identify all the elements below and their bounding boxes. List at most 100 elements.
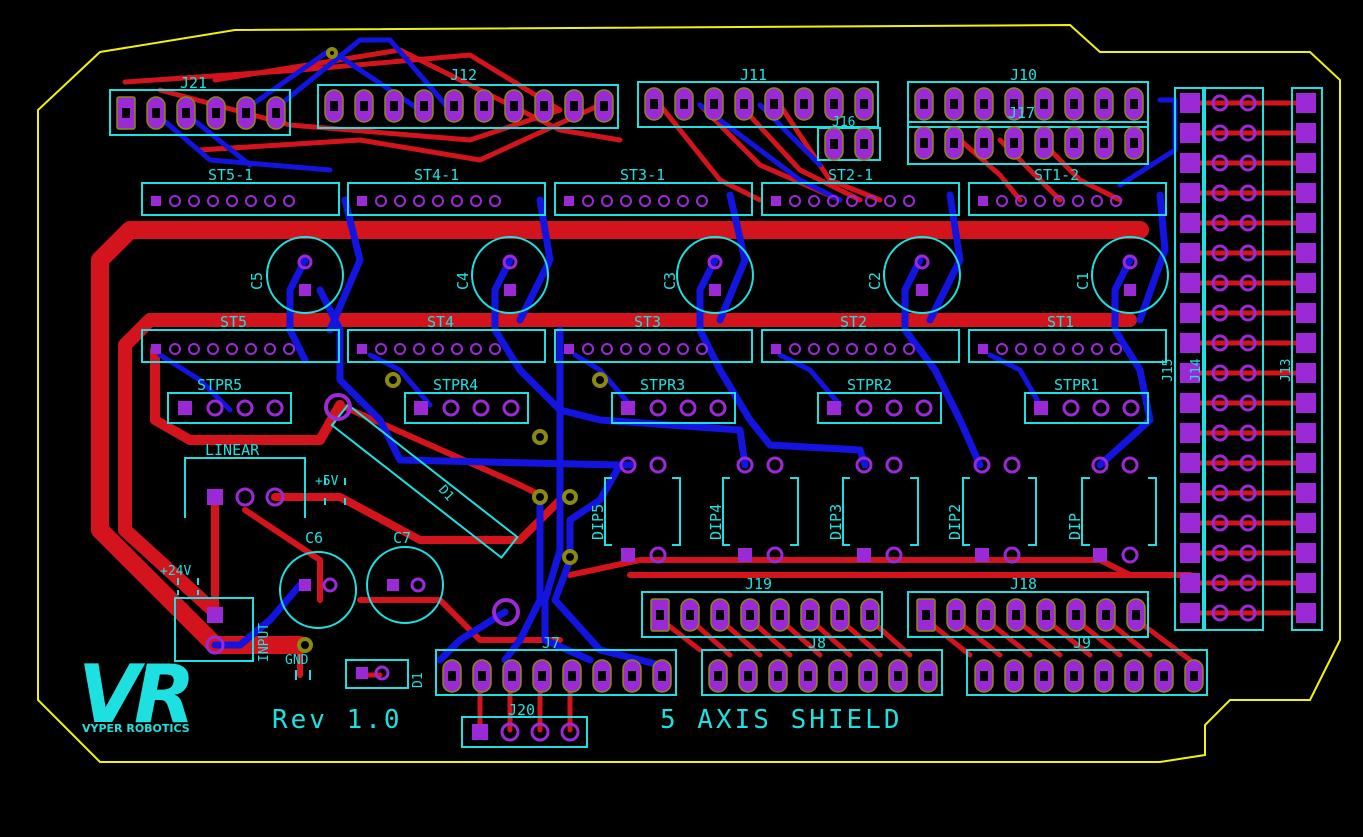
round-pad [235,487,255,507]
pad-hole [1160,671,1168,681]
label-j7: J7 [542,634,560,652]
round-pad [1053,343,1065,355]
round-pad [1211,244,1229,262]
j12-outline [317,84,619,129]
round-pad [649,456,667,474]
j11-outline [637,81,879,128]
round-pad [245,343,257,355]
pad-hole [714,671,722,681]
round-pad [649,399,667,417]
round-pad [1015,343,1027,355]
round-pad [884,195,896,207]
pad-hole [1070,99,1078,109]
st3-outline [554,329,753,363]
square-pad [1180,423,1200,443]
silkscreen-outlines [109,81,1323,748]
round-pad [169,195,181,207]
st2-outline [761,329,960,363]
square-pad [709,284,721,296]
square-pad [1180,603,1200,623]
square-pad [1296,303,1316,323]
round-pad [1239,514,1257,532]
square-pad [738,548,752,562]
round-pad [1211,574,1229,592]
label-c2: C2 [866,272,884,290]
pad-hole [658,671,666,681]
pad-hole [1040,99,1048,109]
pad-hole [920,138,928,148]
label-plus24v: +24V [160,564,191,579]
pad-hole [538,671,546,681]
round-pad [472,399,490,417]
square-pad [1124,284,1136,296]
pad-hole [1130,671,1138,681]
round-pad [846,195,858,207]
round-pad [1239,484,1257,502]
pad-hole [1010,671,1018,681]
round-pad [1239,544,1257,562]
round-pad [973,456,991,474]
square-pad [771,344,781,354]
label-dip3: DIP3 [827,504,845,540]
label-j11: J11 [740,66,767,84]
round-pad [1239,604,1257,622]
square-pad [1180,303,1200,323]
label-j17: J17 [1008,104,1035,122]
round-pad [1239,424,1257,442]
round-pad [1110,195,1122,207]
square-pad [1296,603,1316,623]
square-pad [771,196,781,206]
square-pad [1180,153,1200,173]
square-pad [1296,513,1316,533]
board-outline [37,23,1341,763]
logo-mark: VR [78,648,190,741]
label-c7: C7 [393,529,411,547]
square-pad [151,344,161,354]
round-pad [374,665,390,681]
square-pad [564,196,574,206]
round-pad [1239,94,1257,112]
st2-1-outline [761,182,960,216]
silk-labels: Rev 1.0 5 AXIS SHIELD J21 J12 J11 J10 J1… [160,66,1294,735]
round-pad [827,343,839,355]
round-pad [855,399,873,417]
round-pad [1211,154,1229,172]
square-pad [1296,123,1316,143]
pad-hole [420,101,428,111]
square-pad [1180,393,1200,413]
pad-hole [598,671,606,681]
square-pad [564,344,574,354]
pad-hole [982,610,990,620]
round-pad [432,343,444,355]
st4-outline [347,329,546,363]
label-j19: J19 [745,575,772,593]
round-pad [855,456,873,474]
round-pad [265,487,285,507]
square-pad [472,724,488,740]
label-st2-1: ST2-1 [828,166,873,184]
square-pad [1180,513,1200,533]
round-pad [245,195,257,207]
round-pad [451,343,463,355]
pad-hole [740,99,748,109]
pad-hole [152,108,160,118]
round-pad [996,195,1008,207]
label-j21: J21 [180,74,207,92]
round-pad [1211,604,1229,622]
round-pad [1072,343,1084,355]
square-pad [1296,573,1316,593]
pad-hole [1042,610,1050,620]
square-pad [1296,393,1316,413]
label-stpr2: STPR2 [847,376,892,394]
square-pad [1093,548,1107,562]
round-pad [410,577,426,593]
square-pad [387,579,399,591]
round-pad [394,195,406,207]
square-pad [1180,333,1200,353]
round-pad [375,343,387,355]
round-pad [619,456,637,474]
round-pad [1239,244,1257,262]
label-st3: ST3 [634,313,661,331]
label-j9: J9 [1073,634,1091,652]
pad-hole [1070,138,1078,148]
